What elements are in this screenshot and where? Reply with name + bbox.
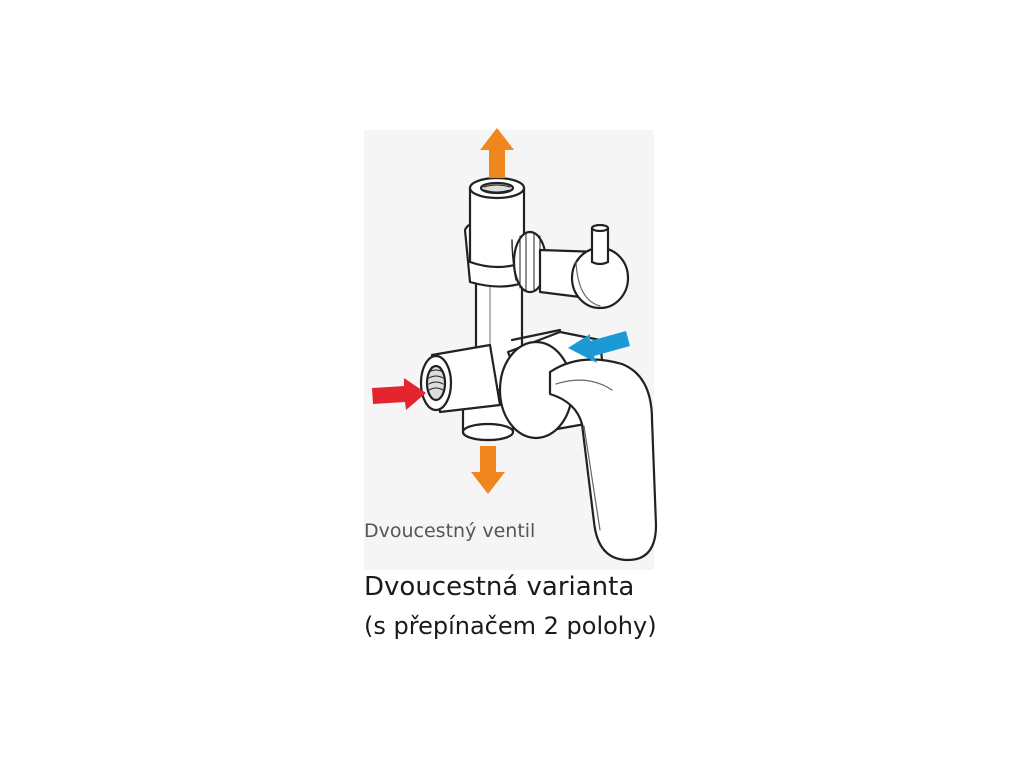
lever-handle — [548, 358, 658, 562]
diagram-label: Dvoucestný ventil — [364, 520, 536, 542]
cap-stem — [590, 226, 610, 266]
bottom-outlet-rim — [461, 422, 515, 442]
cold-inlet-arrow-icon — [568, 331, 630, 363]
caption-title: Dvoucestná varianta — [364, 572, 635, 602]
top-outlet-arrow-icon — [480, 128, 514, 178]
hot-inlet-arrow-icon — [372, 378, 426, 410]
caption-subtitle: (s přepínačem 2 polohy) — [364, 612, 657, 640]
bottom-outlet-arrow-icon — [471, 446, 505, 494]
